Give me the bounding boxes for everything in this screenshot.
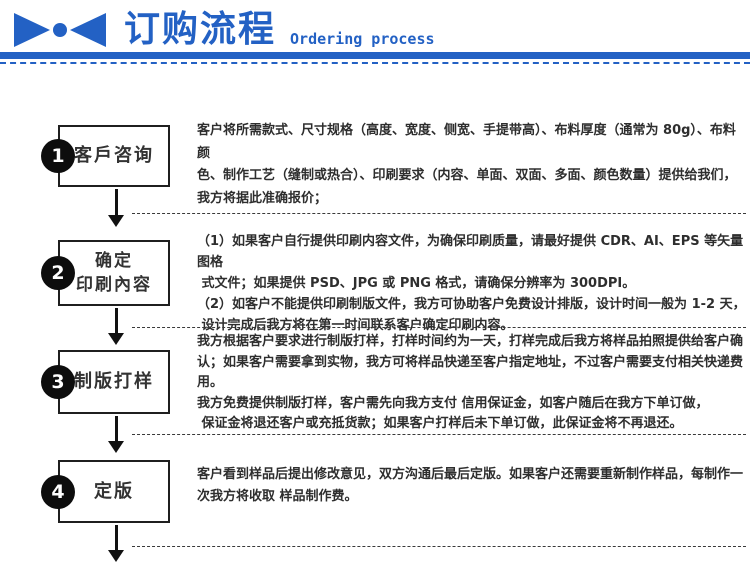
flow-box-plate-proofing: 制版打样: [58, 350, 170, 414]
dashed-separator: [132, 546, 746, 547]
page-header: 订购流程 Ordering process: [10, 8, 435, 52]
flow-box-finalize-version: 定版: [58, 460, 170, 523]
dashed-separator: [132, 434, 746, 435]
dashed-separator: [132, 213, 746, 214]
step-number-badge: 2: [41, 256, 75, 290]
step-number-badge: 1: [41, 139, 75, 173]
flow-box-customer-inquiry: 客戶咨询: [58, 125, 170, 187]
page-subtitle: Ordering process: [290, 30, 435, 48]
triangle-right-icon: [14, 13, 50, 47]
bowtie-logo-icon: [14, 13, 106, 47]
header-divider-solid: [0, 52, 750, 59]
step-description: （1）如果客户自行提供印刷内容文件，为确保印刷质量，请最好提供 CDR、AI、E…: [197, 234, 746, 333]
step-number-badge: 4: [41, 475, 75, 509]
step-description: 我方根据客户要求进行制版打样，打样时间约为一天，打样完成后我方将样品拍照提供给客…: [197, 334, 744, 431]
page-title: 订购流程: [124, 9, 277, 50]
down-arrow-icon: [106, 525, 126, 562]
down-arrow-icon: [106, 416, 126, 453]
step-description: 客户将所需款式、尺寸规格（高度、宽度、侧宽、手提带高）、布料厚度（通常为 80g…: [197, 123, 737, 206]
triangle-left-icon: [70, 13, 106, 47]
step-description: 客户看到样品后提出修改意见，双方沟通后最后定版。如果客户还需要重新制作样品，每制…: [197, 467, 744, 504]
header-divider-dashed: [0, 62, 750, 64]
step-number-badge: 3: [41, 365, 75, 399]
down-arrow-icon: [106, 189, 126, 227]
dot-icon: [53, 23, 67, 37]
down-arrow-icon: [106, 308, 126, 345]
dashed-separator: [132, 327, 746, 328]
